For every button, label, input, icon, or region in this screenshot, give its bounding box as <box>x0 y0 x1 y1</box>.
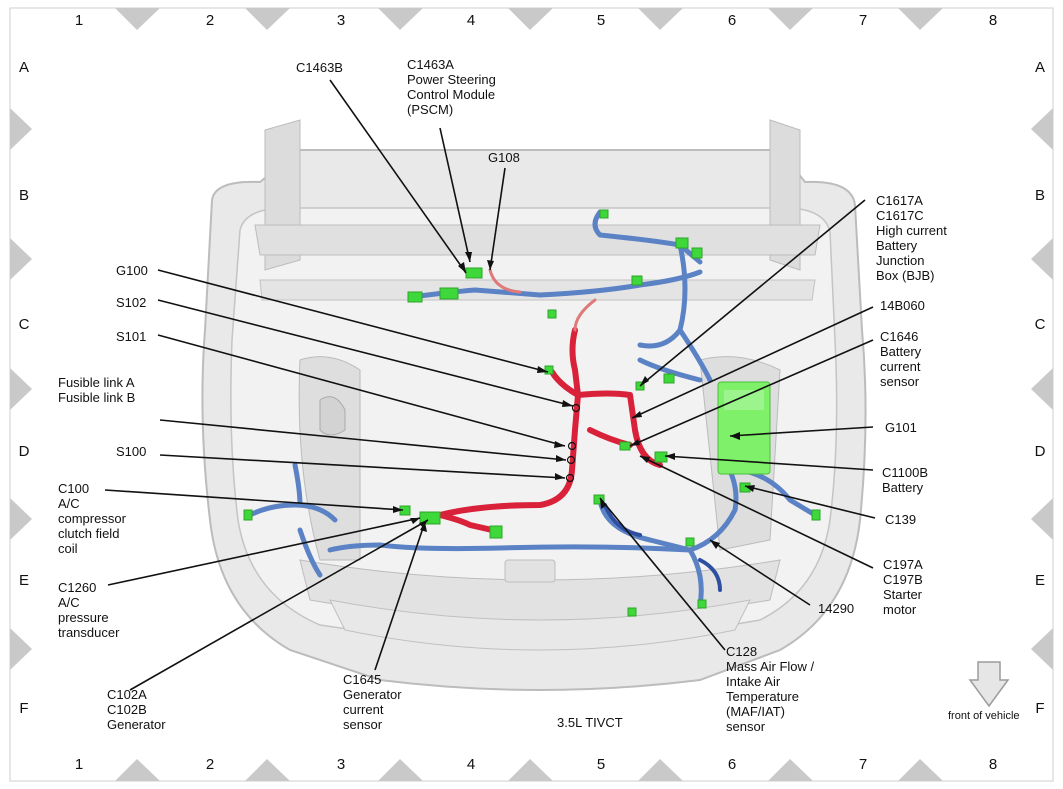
grid-row-e-right: E <box>1034 572 1045 589</box>
grid-col-4: 4 <box>466 12 476 29</box>
battery <box>717 381 771 475</box>
leader-lines <box>104 79 876 691</box>
grid-col-4-bottom: 4 <box>466 756 476 773</box>
label-s102: S102 <box>116 295 147 310</box>
label-s100: S100 <box>116 444 147 459</box>
leader-arrowheads <box>393 252 755 549</box>
label-fusible-links: Fusible link A Fusible link B <box>58 375 136 405</box>
label-c1463b: C1463B <box>296 60 343 75</box>
grid-col-1-bottom: 1 <box>74 756 84 773</box>
grid-col-8: 8 <box>988 12 998 29</box>
label-c128-maf-iat: C128 Mass Air Flow / Intake Air Temperat… <box>726 644 815 734</box>
dark-blue-harness <box>603 503 722 592</box>
grid-col-5-bottom: 5 <box>596 756 606 773</box>
label-c1463a-pscm: C1463A Power Steering Control Module (PS… <box>407 57 496 117</box>
grid-row-a: A <box>18 59 29 76</box>
grid-col-5: 5 <box>596 12 606 29</box>
grid-col-3: 3 <box>336 12 346 29</box>
label-c1100b-battery: C1100B Battery <box>882 465 929 495</box>
label-engine-code: 3.5L TIVCT <box>557 715 623 730</box>
grid-col-6-bottom: 6 <box>727 756 737 773</box>
splices <box>565 403 581 483</box>
grid-row-b-right: B <box>1034 187 1045 204</box>
label-c139: C139 <box>885 512 917 527</box>
label-c1617-bjb: C1617A C1617C High current Battery Junct… <box>876 193 947 283</box>
label-g101: G101 <box>885 420 917 435</box>
grid-row-d-right: D <box>1034 443 1046 460</box>
grid-row-c: C <box>18 316 30 333</box>
grid-row-d: D <box>18 443 30 460</box>
grid-row-f-right: F <box>1035 700 1045 717</box>
label-c1646-battery-sensor: C1646 Battery current sensor <box>880 329 922 389</box>
grid-row-c-right: C <box>1034 316 1046 333</box>
label-c1645-generator-sensor: C1645 Generator current sensor <box>343 672 402 732</box>
border-markers <box>10 8 1053 781</box>
label-c1260-ac-transducer: C1260 A/C pressure transducer <box>58 580 120 640</box>
grid-row-f: F <box>19 700 29 717</box>
grid-col-6: 6 <box>727 12 737 29</box>
grid-col-2-bottom: 2 <box>205 756 215 773</box>
label-g100: G100 <box>116 263 148 278</box>
label-14b060: 14B060 <box>880 298 925 313</box>
label-c197-starter: C197A C197B Starter motor <box>883 557 923 617</box>
grid-col-8-bottom: 8 <box>988 756 998 773</box>
grid-col-3-bottom: 3 <box>336 756 346 773</box>
red-pink-harness <box>488 268 597 332</box>
grid-row-b: B <box>18 187 29 204</box>
front-arrow-icon <box>968 661 1010 708</box>
grid-col-1: 1 <box>74 12 84 29</box>
grid-col-2: 2 <box>205 12 215 29</box>
label-14290: 14290 <box>818 601 855 616</box>
label-c102-generator: C102A C102B Generator <box>107 687 166 732</box>
grid-row-e: E <box>18 572 29 589</box>
label-g108: G108 <box>488 150 520 165</box>
grid-col-7: 7 <box>858 12 868 29</box>
label-c100-ac-clutch: C100 A/C compressor clutch field coil <box>58 481 126 556</box>
grid-col-7-bottom: 7 <box>858 756 868 773</box>
label-front-of-vehicle: front of vehicle <box>948 710 1020 722</box>
label-s101: S101 <box>116 329 147 344</box>
grid-row-a-right: A <box>1034 59 1045 76</box>
